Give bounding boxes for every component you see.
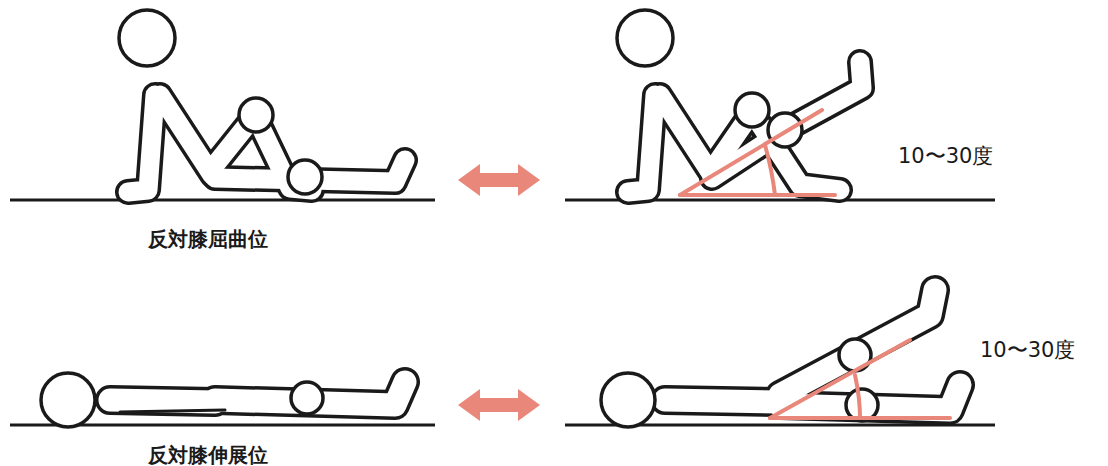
figure-sitting-raise — [617, 10, 862, 195]
position-label: 反対膝伸展位 — [148, 442, 268, 466]
floor-lines — [10, 200, 995, 425]
angle-lines — [680, 110, 835, 195]
double-arrow — [458, 164, 540, 421]
figure-sitting-rest — [119, 10, 405, 194]
angle-label: 10〜30度 — [980, 336, 1075, 364]
figure-lying-rest — [41, 373, 405, 427]
angle-lines — [770, 340, 950, 418]
angle-label: 10〜30度 — [898, 142, 993, 170]
position-label: 反対膝屈曲位 — [148, 226, 268, 253]
figure-lying-raise — [601, 290, 960, 427]
